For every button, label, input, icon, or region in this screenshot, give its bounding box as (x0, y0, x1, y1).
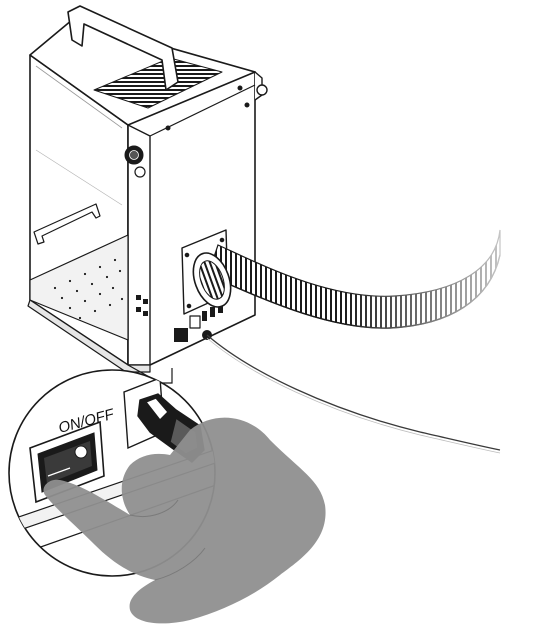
power-cable (206, 334, 501, 451)
control-knob-icon (124, 145, 146, 178)
power-switch-icon[interactable] (29, 420, 105, 504)
fume-extractor-device (27, 5, 268, 373)
vent-grille (93, 57, 223, 109)
callout-leader (127, 364, 173, 384)
work-tray (29, 234, 129, 341)
hand-icon (43, 417, 326, 624)
exhaust-hose-icon (207, 229, 501, 329)
inner-handle (33, 203, 101, 245)
rear-power-switch[interactable] (174, 328, 188, 342)
carry-handle (67, 5, 179, 91)
